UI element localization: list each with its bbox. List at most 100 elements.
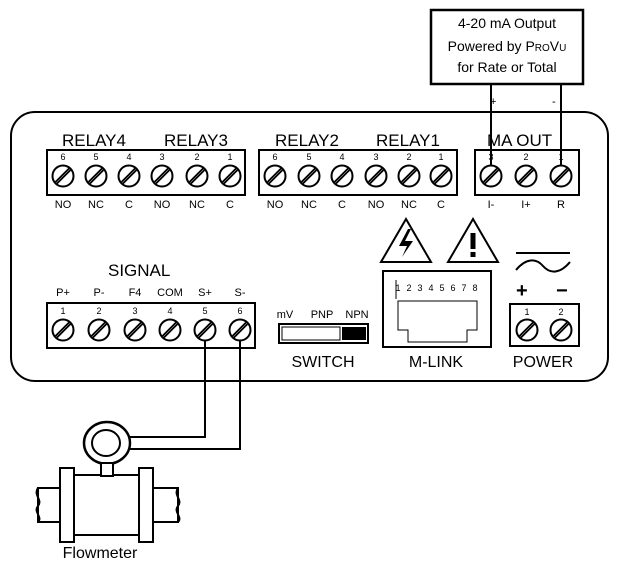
svg-text:2: 2 [406,152,411,162]
svg-text:5: 5 [439,283,444,293]
screw-icon [549,318,573,342]
relay4-label: RELAY4 [62,131,126,150]
svg-text:C: C [437,199,445,211]
power-minus-sign: − [556,280,568,302]
terminal: 1 [515,307,539,342]
output-note-box [429,8,585,86]
screw-icon [549,164,573,188]
screw-icon [185,164,209,188]
screw-icon [84,164,108,188]
svg-text:4: 4 [167,306,172,316]
svg-text:3: 3 [488,152,493,162]
signal-label: SIGNAL [108,261,170,280]
terminal: 5 [193,306,217,342]
flowmeter-label: Flowmeter [63,545,138,562]
svg-text:2: 2 [523,152,528,162]
screw-icon [117,164,141,188]
relay1-label: RELAY1 [376,131,440,150]
svg-text:7: 7 [461,283,466,293]
svg-text:1: 1 [558,152,563,162]
terminal: 1 R [549,152,573,211]
terminal: 3 NO [364,152,388,211]
caution-warning-icon [446,217,500,263]
terminal: 5 NC [84,152,108,211]
svg-text:NC: NC [189,199,205,211]
svg-text:1: 1 [438,152,443,162]
svg-text:4: 4 [339,152,344,162]
screw-icon [479,164,503,188]
svg-text:NO: NO [55,199,72,211]
screw-icon [397,164,421,188]
svg-text:NC: NC [301,199,317,211]
screw-icon [87,318,111,342]
svg-text:6: 6 [450,283,455,293]
ma-out-terminals: 3 I- 2 I+ 1 R [479,152,573,211]
power-block [509,303,580,347]
svg-text:8: 8 [472,283,477,293]
svg-text:COM: COM [157,287,183,299]
terminal: 2 [87,306,111,342]
switch-option-labels: mV PNP NPN [277,309,369,321]
svg-text:4: 4 [126,152,131,162]
screw-icon [193,318,217,342]
svg-text:3: 3 [132,306,137,316]
svg-text:3: 3 [417,283,422,293]
wire-minus-sign: - [552,96,556,108]
svg-text:6: 6 [60,152,65,162]
signal-terminals: 1 2 3 4 5 6 [51,306,252,342]
svg-text:6: 6 [272,152,277,162]
screw-icon [364,164,388,188]
svg-text:2: 2 [558,307,563,317]
svg-text:C: C [125,199,133,211]
screw-icon [51,164,75,188]
svg-text:6: 6 [237,306,242,316]
terminal: 1 C [429,152,453,211]
meter-rear-panel [10,111,609,382]
svg-text:I+: I+ [521,199,530,211]
relay-block-right-terminals: 6 NO 5 NC 4 C 3 NO 2 NC 1 C [263,152,453,211]
terminal: 3 [123,306,147,342]
dip-switch[interactable] [278,323,369,344]
terminal: 2 NC [185,152,209,211]
power-terminals: 1 2 [515,307,573,342]
svg-text:3: 3 [159,152,164,162]
svg-text:NC: NC [401,199,417,211]
svg-text:5: 5 [202,306,207,316]
relay3-label: RELAY3 [164,131,228,150]
svg-text:mV: mV [277,309,294,321]
signal-wire-s-minus [130,341,241,450]
terminal: 2 I+ [514,152,538,211]
signal-pin-labels: P+ P- F4 COM S+ S- [56,287,246,299]
svg-text:C: C [338,199,346,211]
svg-text:S-: S- [235,287,246,299]
output-note-line2: Powered by PROVU [448,38,567,54]
terminal: 1 [51,306,75,342]
screw-icon [218,164,242,188]
screw-icon [297,164,321,188]
relay-block-left [46,149,246,196]
screw-icon [51,318,75,342]
flowmeter-icon [35,420,181,543]
ac-power-icon [515,252,571,273]
relay-block-left-terminals: 6 NO 5 NC 4 C 3 NO 2 NC 1 C [51,152,242,211]
screw-icon [263,164,287,188]
high-voltage-warning-icon [379,217,433,263]
svg-text:4: 4 [428,283,433,293]
m-link-pin-numbers: 1 2 3 4 5 6 7 8 [395,283,477,293]
svg-text:1: 1 [227,152,232,162]
terminal: 6 NO [51,152,75,211]
terminal: 4 C [330,152,354,211]
signal-block [46,302,256,349]
terminal: 4 [158,306,182,342]
ma-out-label: MA OUT [487,131,552,150]
switch-slider-npn[interactable] [342,327,366,340]
ma-out-block [474,149,580,196]
m-link-port[interactable] [382,270,492,348]
output-note-line3: for Rate or Total [457,59,556,75]
svg-text:5: 5 [306,152,311,162]
terminal: 6 [228,306,252,342]
svg-text:1: 1 [395,283,400,293]
svg-text:3: 3 [373,152,378,162]
svg-text:2: 2 [194,152,199,162]
